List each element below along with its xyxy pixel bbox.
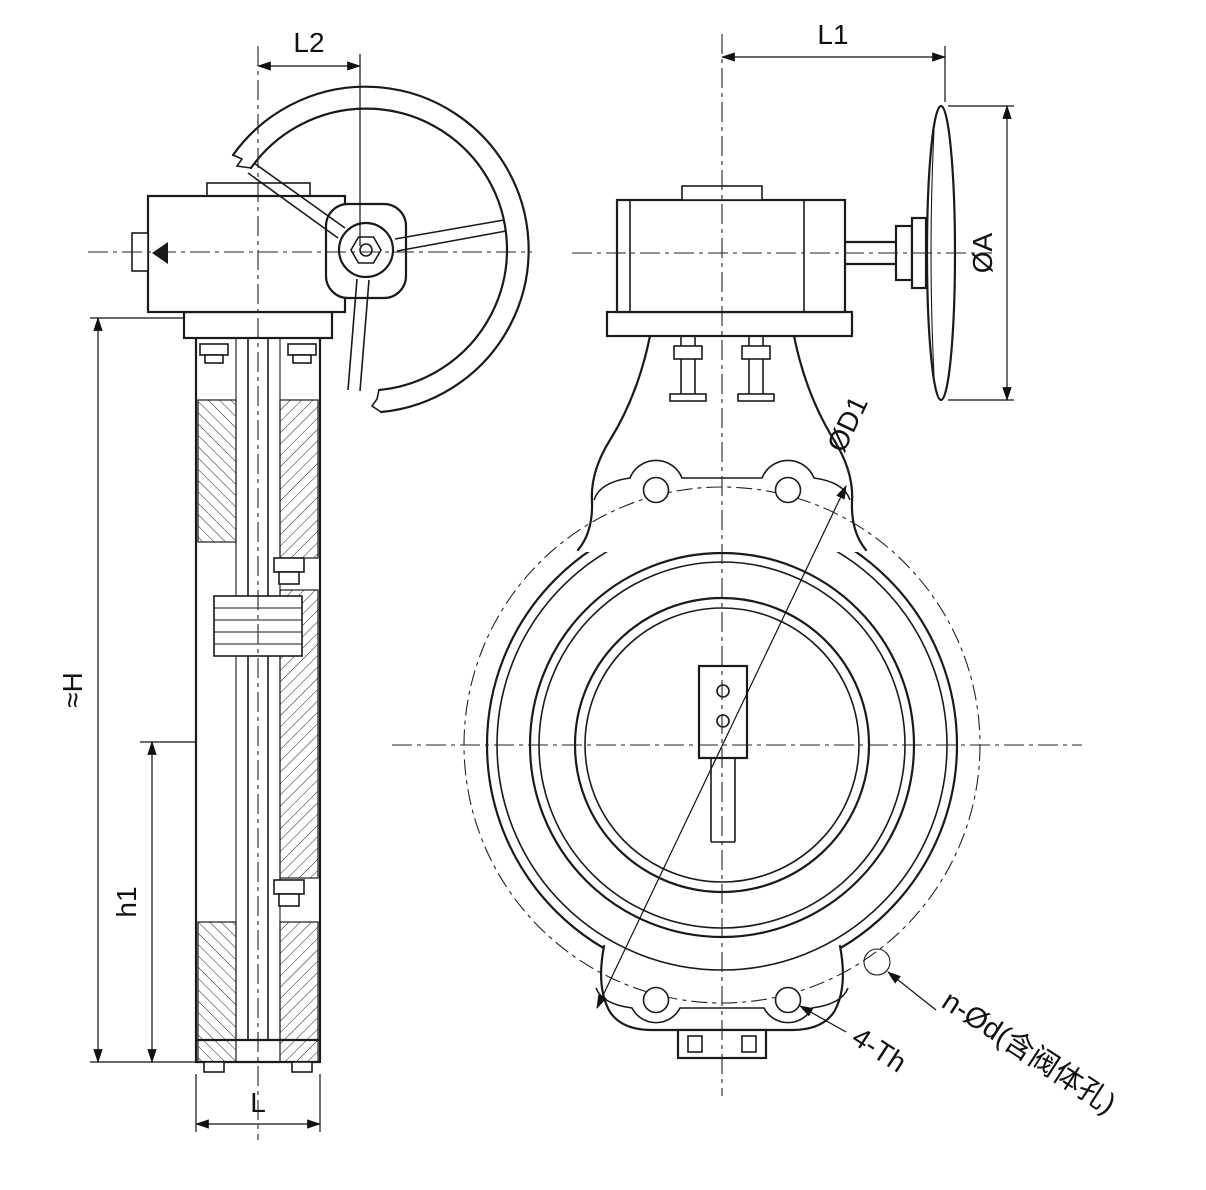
gearbox-side <box>131 182 347 314</box>
bottom-boss-front <box>676 1028 768 1060</box>
dim-l1: L1 <box>720 19 947 102</box>
dim-nod: n-Ød(含阀体孔) <box>887 971 1122 1121</box>
mounting-plate <box>605 310 854 338</box>
dim-label-h1: h1 <box>111 886 142 917</box>
hatch-section <box>197 399 237 543</box>
dim-h1: h1 <box>111 740 196 1064</box>
center-lines <box>88 34 1082 1140</box>
flange-bolts-side <box>199 343 317 364</box>
hatch-section <box>279 399 319 559</box>
side-view <box>131 85 530 1073</box>
handwheel-hub <box>337 221 395 279</box>
dim-label-nod: n-Ød(含阀体孔) <box>936 984 1122 1120</box>
dim-label-l1: L1 <box>817 19 848 50</box>
neck-studs-front <box>669 336 775 402</box>
flange-hole-callout-circle <box>863 948 891 976</box>
indicator-arrow-icon <box>152 242 168 264</box>
dim-l2: L2 <box>256 27 362 246</box>
gearbox-housing <box>615 198 847 314</box>
valve-body-side <box>194 336 322 1073</box>
bottom-plate-side <box>194 1038 322 1073</box>
handwheel-rim <box>231 85 530 414</box>
seat-retainer-details <box>273 557 305 907</box>
gearbox-front <box>605 185 854 338</box>
dim-label-4th: 4-Th <box>847 1021 912 1078</box>
dim-label-l2: L2 <box>293 27 324 58</box>
hatch-section <box>279 921 319 1063</box>
dim-label-od1: ØD1 <box>821 391 874 456</box>
dim-label-h: ≈H <box>57 672 88 708</box>
disc-stem-detail <box>697 664 749 843</box>
hatch-section <box>197 921 237 1063</box>
handwheel-spokes <box>247 162 507 392</box>
handwheel-side <box>231 85 530 414</box>
dim-h: ≈H <box>57 316 196 1064</box>
